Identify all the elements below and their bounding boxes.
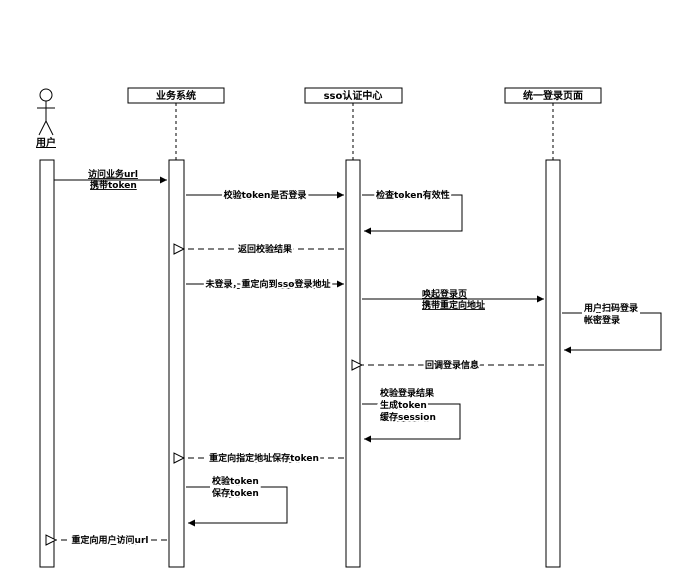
message-callback-login-info: 回调登录信息	[362, 357, 544, 373]
message-label: 唤起登录页	[422, 288, 467, 300]
message-label: 返回校验结果	[238, 243, 293, 255]
participant-business-label: 业务系统	[156, 89, 196, 102]
participant-sso-header: sso认证中心	[304, 87, 403, 104]
activation-user	[39, 159, 55, 568]
participant-sso-label: sso认证中心	[324, 89, 383, 102]
message-redirect-sso-login: 未登录，重定向到sso登录地址	[186, 276, 344, 292]
message-label: 校验登录结果	[380, 387, 435, 399]
message-label: 携带重定向地址	[422, 299, 485, 311]
activation-login-page	[545, 159, 561, 568]
message-verify-generate-cache: 校验登录结果 生成token 缓存session	[362, 385, 461, 443]
message-label: 用户扫码登录	[583, 302, 638, 314]
message-return-check-result: 返回校验结果	[184, 241, 344, 257]
message-label: 缓存session	[380, 411, 436, 423]
participant-business-header: 业务系统	[127, 87, 225, 104]
participant-login-page-label: 统一登录页面	[523, 89, 583, 102]
message-label: 回调登录信息	[425, 359, 479, 371]
message-user-login: 用户扫码登录 帐密登录	[562, 300, 662, 354]
user-actor-label: 用户	[35, 136, 56, 149]
message-access-url: 访问业务url 携带token	[54, 168, 167, 191]
message-label: 校验token	[212, 475, 259, 487]
participant-login-page-header: 统一登录页面	[504, 87, 602, 104]
message-verify-save-token: 校验token 保存token	[186, 473, 288, 527]
message-check-token-login: 校验token是否登录	[186, 187, 344, 203]
message-label: 校验token是否登录	[224, 189, 307, 201]
message-label: 重定向用户访问url	[72, 534, 149, 546]
message-label: 帐密登录	[584, 314, 620, 326]
message-check-token-validity: 检查token有效性	[362, 187, 463, 235]
activation-sso	[345, 159, 361, 568]
user-actor-icon	[37, 88, 55, 136]
message-label: 生成token	[380, 399, 427, 411]
message-label: 重定向指定地址保存token	[209, 452, 319, 464]
message-label: 保存token	[211, 487, 259, 499]
message-redirect-user-url: 重定向用户访问url	[56, 532, 167, 548]
message-label: 携带token	[90, 179, 137, 191]
message-redirect-save-token: 重定向指定地址保存token	[184, 450, 344, 466]
message-label: 未登录，重定向到sso登录地址	[205, 278, 331, 290]
message-open-login-page: 唤起登录页 携带重定向地址	[362, 288, 544, 311]
message-label: 检查token有效性	[376, 189, 450, 201]
activation-business	[168, 159, 185, 568]
message-label: 访问业务url	[88, 168, 138, 180]
